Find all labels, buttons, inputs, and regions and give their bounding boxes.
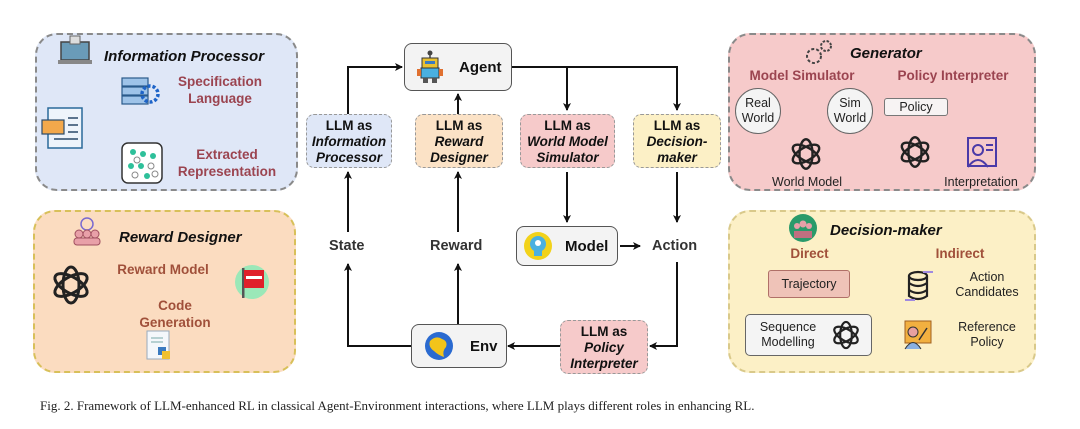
server-gear-icon xyxy=(120,76,160,106)
info-processor-title: Information Processor xyxy=(104,48,265,65)
group-icon xyxy=(788,213,818,243)
gears-icon xyxy=(804,38,834,66)
teacher-icon xyxy=(903,320,933,350)
arrow-agent-to-decision xyxy=(567,66,681,111)
database-icon xyxy=(905,270,933,302)
person-card-icon xyxy=(964,137,998,169)
interpretation-label: Interpretation xyxy=(944,175,1018,189)
openai-logo-icon xyxy=(897,134,933,170)
arrow-env-to-state xyxy=(344,263,412,347)
python-file-icon xyxy=(145,330,175,364)
model-node: Model xyxy=(516,226,618,266)
policy-box: Policy xyxy=(884,98,948,116)
state-label: State xyxy=(329,238,365,254)
generator-title: Generator xyxy=(850,45,922,62)
arrow-agent-to-world xyxy=(512,66,571,111)
brain-head-icon xyxy=(523,231,553,261)
reward-label: Reward xyxy=(430,238,483,254)
scatter-dots-icon xyxy=(121,142,163,184)
decision-maker-title: Decision-maker xyxy=(830,222,942,239)
world-model-label: World Model xyxy=(772,175,842,189)
robot-icon xyxy=(417,50,443,84)
laptop-icon xyxy=(58,35,92,66)
policy-interpreter-label: Policy Interpreter xyxy=(897,68,1009,83)
openai-logo-icon xyxy=(830,319,862,351)
env-label: Env xyxy=(470,337,498,355)
reward-designer-title: Reward Designer xyxy=(119,229,242,246)
openai-logo-icon xyxy=(49,263,93,307)
agent-node: Agent xyxy=(404,43,512,91)
openai-logo-icon xyxy=(788,136,824,172)
flag-icon xyxy=(234,262,270,302)
trajectory-box: Trajectory xyxy=(768,270,850,298)
agent-label: Agent xyxy=(459,58,502,76)
team-icon xyxy=(72,216,102,246)
arrow-info-to-agent xyxy=(347,63,403,117)
direct-label: Direct xyxy=(790,246,829,261)
arrow-action-to-policy xyxy=(649,262,678,350)
globe-icon xyxy=(424,331,454,361)
indirect-label: Indirect xyxy=(935,246,985,261)
figure-caption: Fig. 2. Framework of LLM-enhanced RL in … xyxy=(40,398,755,413)
model-label: Model xyxy=(565,237,609,255)
model-simulator-label: Model Simulator xyxy=(749,68,855,83)
env-node: Env xyxy=(411,324,507,368)
action-label: Action xyxy=(652,238,698,254)
document-chat-icon xyxy=(41,106,84,150)
reward-model-label: Reward Model xyxy=(117,262,209,277)
